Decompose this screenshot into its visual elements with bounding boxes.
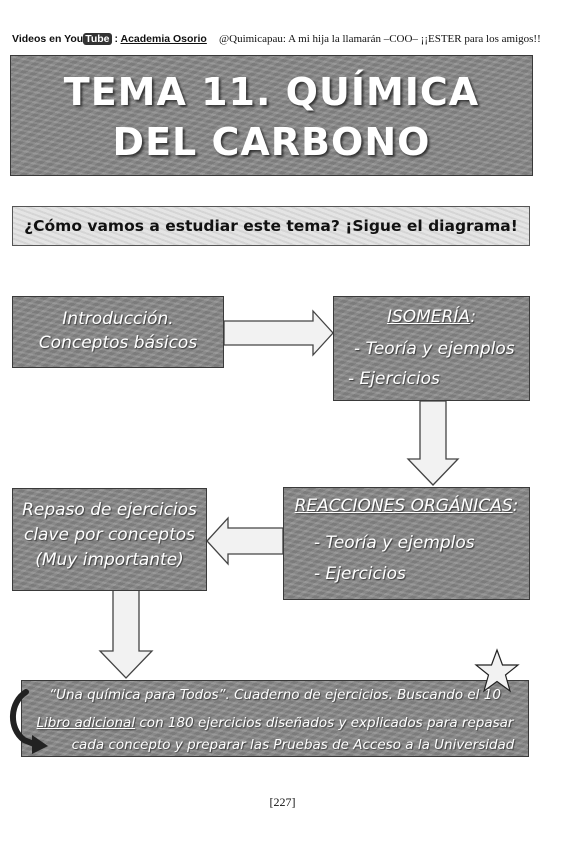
videos-label: Videos en: [12, 33, 62, 45]
page-number: [227]: [269, 795, 296, 809]
box-isomeria: ISOMERÍA: - Teoría y ejemplos - Ejercici…: [333, 296, 530, 401]
reacciones-heading: REACCIONES ORGÁNICAS:: [284, 494, 529, 518]
bottom-line-1: “Una química para Todos”. Cuaderno de ej…: [49, 687, 501, 703]
title-line-1: TEMA 11. QUÍMICA: [63, 70, 480, 114]
reacciones-heading-text: REACCIONES ORGÁNICAS: [294, 496, 513, 516]
intro-line-1: Introducción.: [62, 309, 174, 329]
bottom-line-3: cada concepto y preparar las Pruebas de …: [71, 737, 515, 753]
subtitle-banner: ¿Cómo vamos a estudiar este tema? ¡Sigue…: [12, 206, 530, 246]
box-repaso: Repaso de ejercicios clave por conceptos…: [12, 488, 207, 591]
arrow-down-2: [98, 589, 154, 679]
bottom-line-2-underlined: Libro adicional: [36, 715, 136, 731]
arrow-down-1: [406, 400, 460, 486]
title-line-2: DEL CARBONO: [112, 120, 431, 164]
curved-arrow-icon: [9, 689, 48, 754]
reacciones-heading-suffix: :: [512, 496, 519, 516]
intro-line-2: Conceptos básicos: [38, 333, 198, 353]
isomeria-item-1: - Teoría y ejemplos: [354, 339, 515, 359]
isomeria-heading-text: ISOMERÍA: [386, 307, 471, 327]
reacciones-item-2: - Ejercicios: [314, 564, 406, 584]
bottom-line-2-rest: con 180 ejercicios diseñados y explicado…: [135, 715, 514, 731]
bottom-book-panel: “Una química para Todos”. Cuaderno de ej…: [21, 680, 529, 757]
colon: :: [114, 33, 118, 45]
box-reacciones: REACCIONES ORGÁNICAS: - Teoría y ejemplo…: [283, 487, 530, 600]
isomeria-heading-suffix: :: [470, 307, 477, 327]
reacciones-item-1: - Teoría y ejemplos: [314, 533, 475, 553]
isomeria-heading: ISOMERÍA:: [334, 305, 529, 329]
isomeria-item-2: - Ejercicios: [348, 369, 440, 389]
arrow-left: [206, 516, 284, 566]
youtube-logo-you: You: [64, 33, 84, 45]
channel-link[interactable]: Academia Osorio: [120, 33, 207, 45]
youtube-logo-tube: Tube: [83, 33, 112, 45]
title-panel: TEMA 11. QUÍMICA DEL CARBONO: [10, 55, 533, 176]
bottom-line-2: Libro adicional con 180 ejercicios diseñ…: [22, 715, 528, 731]
box-introduccion: Introducción. Conceptos básicos: [12, 296, 224, 368]
repaso-line-3: (Muy importante): [35, 550, 184, 570]
arrow-right: [223, 309, 334, 357]
repaso-line-2: clave por conceptos: [23, 525, 196, 545]
repaso-line-1: Repaso de ejercicios: [22, 500, 197, 520]
header-tagline: @Quimicapau: A mi hija la llamarán –COO–…: [219, 33, 541, 45]
star-icon: [474, 648, 520, 693]
